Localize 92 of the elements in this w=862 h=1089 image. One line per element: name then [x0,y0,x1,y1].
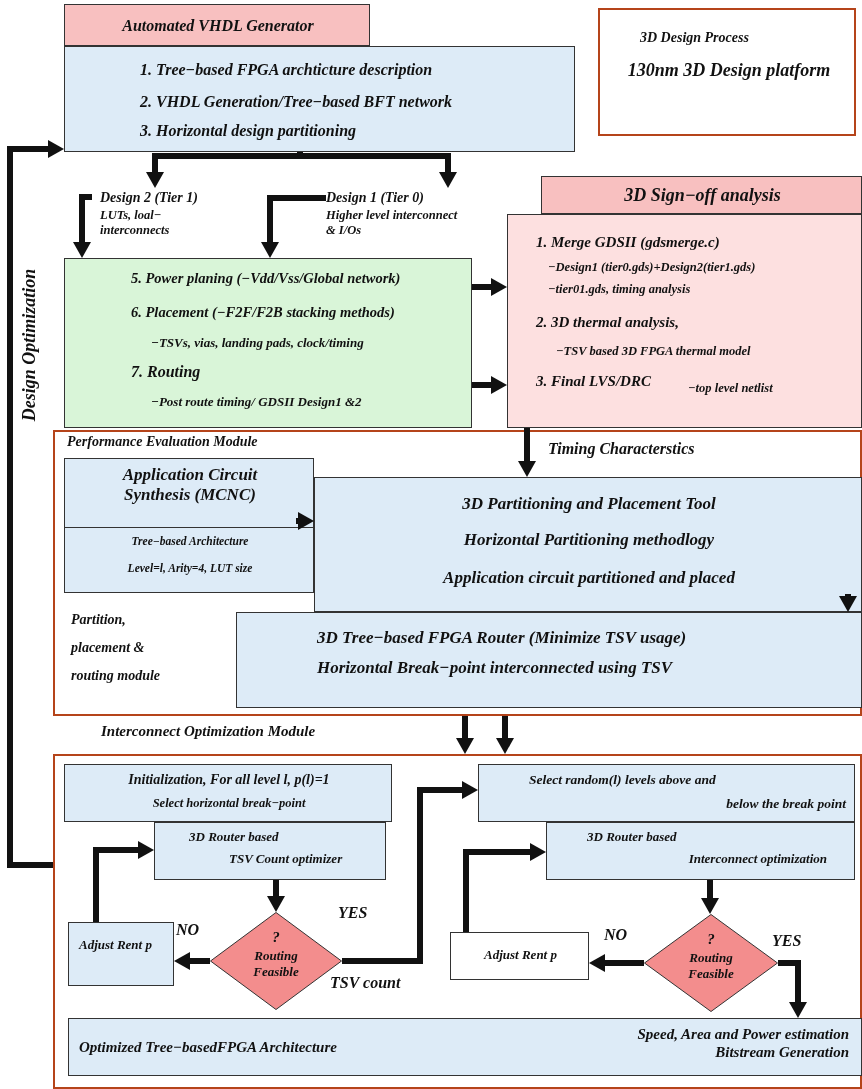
module-title: Performance Evaluation Module [67,434,259,451]
box-text: Optimized Tree−basedFPGA Architecture [79,1038,338,1056]
box-text: −TSVs, vias, landing pads, clock/timing [151,335,365,351]
flow-label: Higher level interconnect & I/Os [326,208,459,238]
box-text: 3D Design Process [640,30,750,47]
flow-label: LUTs, loal− interconnects [100,208,171,238]
section-title: 3D Sign−off analysis [623,185,782,207]
box-text: Level=l, Arity=4, LUT size [126,562,254,576]
arrow [174,952,210,970]
box-text: −Design1 (tier0.gds)+Design2(tier1.gds) [548,260,757,275]
arrow [342,781,478,964]
box-text: 6. Placement (−F2F/F2B stacking methods) [131,304,396,322]
edge-label: YES [772,932,802,950]
box-text: Tree−based Architecture [130,535,250,549]
note-text: Partition, placement & routing module [71,611,162,685]
box-text: below the break point [725,796,846,813]
box-text: 3D Partitioning and Placement Tool [461,494,717,515]
box-text: −tier01.gds, timing analysis [548,282,692,297]
box-text: 5. Power planing (−Vdd/Vss/Global network) [131,270,402,288]
arrow [296,512,314,530]
box-text: Adjust Rent p [79,936,153,954]
box-text: 7. Routing [131,362,202,382]
box-text: TSV Count optimizer [229,851,344,867]
box-text: 1. Tree−based FPGA archticture description [140,60,434,80]
box-text: 2. VHDL Generation/Tree−based BFT network [140,92,454,112]
process-box [64,764,392,822]
edge-label: NO [604,926,628,944]
box-text: Interconnect optimization [687,851,827,867]
arrow [73,194,92,258]
arrow [93,841,154,922]
box-text: Horizontal Break−point interconnected using TSV [317,658,674,679]
box-text: Application circuit partitioned and placed [441,568,736,589]
module-title: Interconnect Optimization Module [101,722,317,740]
box-text: 130nm 3D Design platform [626,60,832,82]
flow-label: Design 1 (Tier 0) [326,190,425,207]
module-frame [53,430,862,716]
edge-label: Design Optimization [19,268,40,422]
arrow [472,376,507,394]
arrow [7,140,64,868]
box-text: 3D Tree−based FPGA Router (Minimize TSV usage) [317,628,688,649]
process-box [68,1018,862,1076]
decision-text: ? [271,928,281,946]
edge-label: NO [176,921,200,939]
box-text: Speed, Area and Power estimation Bitstream Generation [636,1025,849,1061]
info-box [598,8,856,136]
box-text: Select random(l) levels above and [529,772,717,789]
arrow [518,428,536,477]
box-text: 3D Router based [189,829,280,845]
process-box [507,214,862,428]
box-text: 2. 3D thermal analysis, [536,313,680,331]
arrow [496,716,514,754]
decision-text: Routing Feasible [252,948,300,980]
process-box [154,822,386,880]
arrow [701,880,719,914]
box-text: −top level netlist [688,381,774,396]
box-text: 1. Merge GDSII (gdsmerge.c) [536,233,721,251]
box-text: Initialization, For all level l, p(l)=1 [127,772,331,789]
process-box [478,764,855,822]
box-text: 3. Final LVS/DRC [536,372,652,390]
section-tab [541,176,862,214]
box-text: Adjust Rent p [482,947,558,963]
box-text: −Post route timing/ GDSII Design1 &2 [151,394,363,410]
decision-text: Routing Feasible [687,950,735,982]
arrow [261,195,326,258]
arrow [472,278,507,296]
section-tab [64,4,370,46]
edge-label: Timing Characterstics [548,440,695,458]
process-box [450,932,589,980]
arrow [589,954,644,972]
arrow [267,880,285,912]
process-box [64,46,575,152]
process-box [314,477,862,612]
box-text: Select horizontal break−point [151,796,307,811]
arrow [839,594,857,612]
process-box [546,822,855,880]
arrow [778,960,807,1018]
flow-label: TSV count [330,974,401,992]
arrow [463,843,546,932]
arrow [297,152,457,188]
box-text: 3D Router based [587,829,678,845]
box-text: Application Circuit Synthesis (MCNC) [121,465,259,506]
flow-label: Design 2 (Tier 1) [100,190,199,207]
section-title: Automated VHDL Generator [120,16,315,36]
process-box [64,458,314,593]
box-text: 3. Horizontal design partitioning [140,121,358,141]
arrow [456,716,474,754]
edge-label: YES [338,904,368,922]
box-text: Horizontal Partitioning methodlogy [462,530,716,551]
process-box [64,258,472,428]
process-box [68,922,174,986]
box-text: −TSV based 3D FPGA thermal model [556,344,752,359]
process-box [236,612,862,708]
